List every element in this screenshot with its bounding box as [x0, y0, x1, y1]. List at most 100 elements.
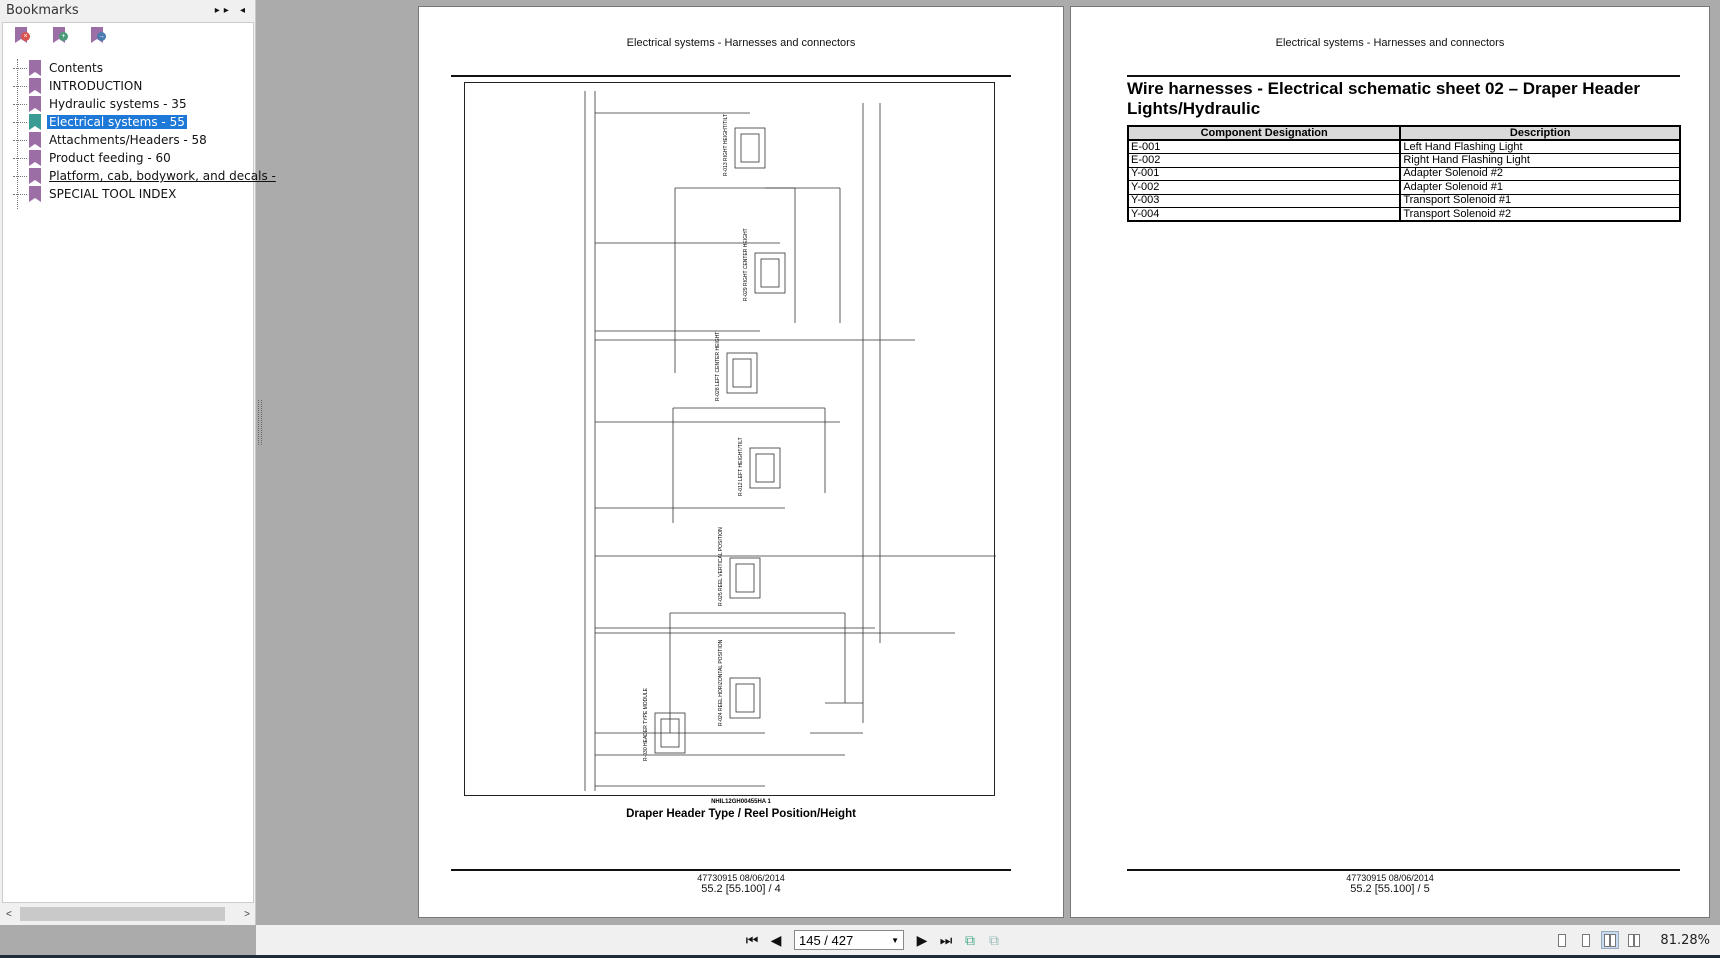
bookmark-label: Electrical systems - 55: [47, 115, 187, 129]
bookmark-item[interactable]: Product feeding - 60: [13, 149, 171, 167]
bookmark-icon: [29, 96, 41, 112]
table-cell: Right Hand Flashing Light: [1399, 153, 1681, 168]
single-page-view-icon[interactable]: [1553, 931, 1571, 949]
table-cell: Adapter Solenoid #1: [1399, 180, 1681, 195]
bookmark-icon: [29, 114, 41, 130]
bookmark-item[interactable]: Hydraulic systems - 35: [13, 95, 187, 113]
column-header: Component Designation: [1126, 125, 1402, 141]
component-label: R-012 LEFT HEIGHT/TILT: [738, 437, 744, 496]
tree-connector: [13, 103, 27, 105]
table-cell: E-001: [1126, 139, 1402, 154]
table-cell: Transport Solenoid #1: [1399, 193, 1681, 208]
page-header: Electrical systems - Harnesses and conne…: [626, 37, 856, 49]
sensor-inner: [740, 133, 760, 163]
table-cell: Left Hand Flashing Light: [1399, 139, 1681, 154]
page-number-input[interactable]: 145 / 427 ▼: [794, 930, 904, 950]
bookmark-label: Platform, cab, bodywork, and decals -: [49, 169, 276, 183]
column-header: Description: [1399, 125, 1681, 141]
bookmark-item[interactable]: Attachments/Headers - 58: [13, 131, 207, 149]
bookmark-icon: [29, 186, 41, 202]
bookmark-label: Contents: [49, 61, 103, 75]
bookmark-item[interactable]: Electrical systems - 55: [13, 113, 187, 131]
sensor-inner: [735, 563, 755, 593]
two-page-view-icon[interactable]: [1601, 931, 1620, 949]
table-cell: Y-001: [1126, 166, 1402, 181]
two-page-continuous-view-icon[interactable]: [1625, 931, 1643, 949]
bookmarks-header: Bookmarks ▸▸ ◂: [0, 0, 255, 20]
bookmark-icon: [29, 168, 41, 184]
sensor-inner: [735, 683, 755, 713]
component-label: R-028 LEFT CENTER HEIGHT: [715, 332, 721, 401]
sensor-inner: [755, 453, 775, 483]
first-page-button[interactable]: ⏮: [745, 931, 759, 948]
chevron-down-icon[interactable]: ▼: [891, 935, 899, 945]
component-label: R-013 RIGHT HEIGHT/TILT: [723, 114, 729, 176]
add-bookmark-icon[interactable]: +: [53, 27, 73, 45]
pdf-page-left: Electrical systems - Harnesses and conne…: [418, 6, 1064, 918]
bookmark-label: SPECIAL TOOL INDEX: [49, 187, 177, 201]
sensor-inner: [732, 358, 752, 388]
tree-line: [17, 59, 18, 209]
bookmark-label: Product feeding - 60: [49, 151, 171, 165]
taskbar-edge: [0, 955, 1720, 958]
last-page-button[interactable]: ⏭: [939, 931, 953, 948]
sensor: [729, 677, 761, 719]
bookmark-item[interactable]: Contents: [13, 59, 103, 77]
tree-connector: [13, 175, 27, 177]
footer-doc: 47730915 08/06/2014: [697, 873, 785, 883]
table-cell: E-002: [1126, 153, 1402, 168]
table-cell: Y-002: [1126, 180, 1402, 195]
panel-splitter[interactable]: [258, 400, 262, 445]
bookmark-icon: [29, 60, 41, 76]
prev-page-button[interactable]: ◀: [770, 931, 782, 948]
bookmark-icon: [29, 150, 41, 166]
next-page-button[interactable]: ▶: [916, 931, 928, 948]
sensor: [749, 447, 781, 489]
horizontal-scrollbar[interactable]: <>: [2, 905, 254, 923]
pdf-page-right: Electrical systems - Harnesses and conne…: [1070, 6, 1710, 918]
footer-doc: 47730915 08/06/2014: [1346, 873, 1434, 883]
panel-controls[interactable]: ▸▸ ◂: [214, 4, 249, 16]
figure-id: NHIL12GH00455HA 1: [711, 799, 771, 805]
footer-page: 55.2 [55.100] / 4: [701, 883, 781, 895]
page-header: Electrical systems - Harnesses and conne…: [1275, 37, 1505, 49]
header-rule: [451, 75, 1011, 77]
tree-connector: [13, 67, 27, 69]
page-number-value: 145 / 427: [799, 932, 854, 948]
bookmark-label: Attachments/Headers - 58: [49, 133, 207, 147]
bookmark-label: Hydraulic systems - 35: [49, 97, 187, 111]
bookmark-icon: [29, 78, 41, 94]
sensor-inner: [760, 258, 780, 288]
go-to-bookmark-icon[interactable]: →: [91, 27, 111, 45]
bookmarks-title: Bookmarks: [6, 2, 79, 18]
table-cell: Y-004: [1126, 207, 1402, 222]
bookmark-label: INTRODUCTION: [49, 79, 143, 93]
component-label: R-029 RIGHT CENTER HEIGHT: [743, 228, 749, 301]
bookmark-item[interactable]: Platform, cab, bodywork, and decals -: [13, 167, 276, 185]
bookmark-icon: [29, 132, 41, 148]
component-label: R-030 HEADER TYPE MODULE: [643, 687, 649, 761]
delete-bookmark-icon[interactable]: ×: [15, 27, 35, 45]
sensor: [754, 252, 786, 294]
component-label: R-024 REEL HORIZONTAL POSITION: [718, 639, 724, 726]
footer-rule: [1127, 869, 1680, 871]
tree-connector: [13, 157, 27, 159]
navigation-toolbar: ⏮ ◀ 145 / 427 ▼ ▶ ⏭ ⧉ ⧉ 81.28%: [256, 925, 1720, 955]
tree-connector: [13, 193, 27, 195]
continuous-view-icon[interactable]: [1577, 931, 1595, 949]
bookmark-item[interactable]: SPECIAL TOOL INDEX: [13, 185, 176, 203]
next-view-icon[interactable]: ⧉: [989, 931, 999, 948]
bookmark-item[interactable]: INTRODUCTION: [13, 77, 142, 95]
table-cell: Adapter Solenoid #2: [1399, 166, 1681, 181]
previous-view-icon[interactable]: ⧉: [965, 931, 975, 948]
table-cell: Y-003: [1126, 193, 1402, 208]
footer-rule: [451, 869, 1011, 871]
zoom-level[interactable]: 81.28%: [1660, 932, 1710, 948]
